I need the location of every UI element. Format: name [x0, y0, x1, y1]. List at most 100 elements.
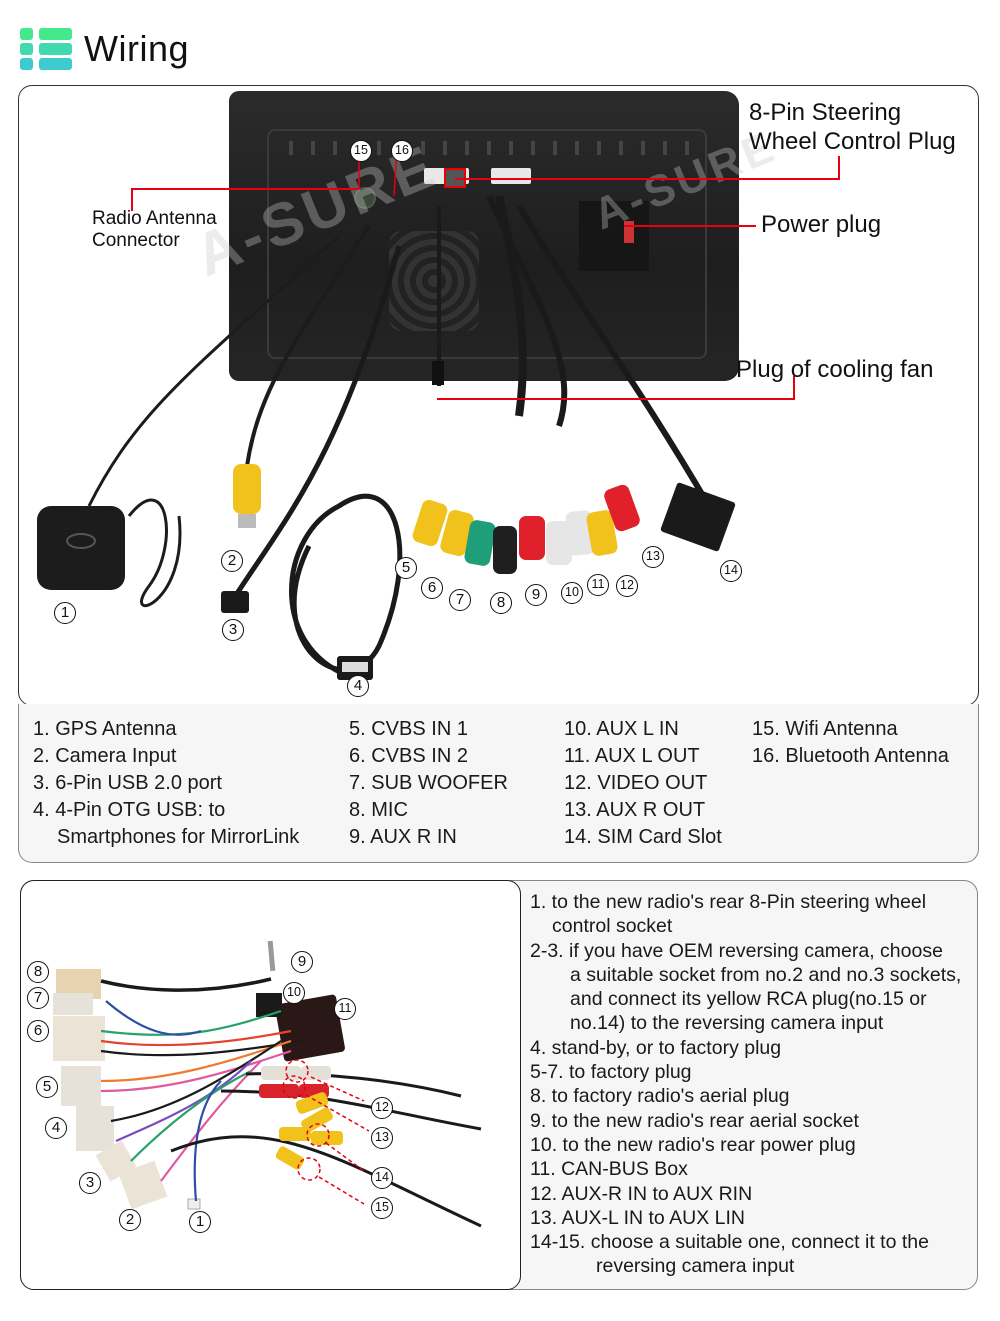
connector-1 [187, 1198, 201, 1210]
badge-15: 15 [350, 140, 372, 162]
rca-plugs [412, 484, 640, 574]
callout-markers [282, 1059, 370, 1205]
power-plug-highlight [624, 221, 634, 243]
legend-column-1: 1. GPS Antenna 2. Camera Input 3. 6-Pin … [33, 716, 299, 851]
harness-badge-15: 15 [371, 1197, 393, 1219]
page-title: Wiring [84, 28, 190, 69]
badge-5: 5 [395, 557, 417, 579]
harness-badge-11: 11 [334, 998, 356, 1020]
legend-column-4: 15. Wifi Antenna 16. Bluetooth Antenna [752, 716, 949, 770]
instruction-line: 4. stand-by, or to factory plug [530, 1036, 782, 1059]
instruction-line: 5-7. to factory plug [530, 1061, 692, 1084]
legend-item: 1. GPS Antenna [33, 718, 177, 740]
rca-yellow-15 [275, 1146, 305, 1170]
page-header: Wiring [20, 26, 189, 72]
connector-6 [53, 1016, 105, 1061]
wiring-harness-illustration [53, 940, 482, 1228]
instruction-line: 2-3. if you have OEM reversing camera, c… [530, 939, 943, 962]
harness-badge-7: 7 [27, 987, 49, 1009]
connector-7 [53, 993, 93, 1015]
connector-5 [61, 1066, 101, 1106]
power-plug-10 [256, 993, 282, 1017]
legend-item: 7. SUB WOOFER [349, 772, 508, 794]
list-icon [20, 27, 72, 71]
instruction-line: 13. AUX-L IN to AUX LIN [530, 1206, 745, 1229]
badge-12: 12 [616, 575, 638, 597]
radio-antenna-port [354, 187, 376, 209]
harness-badge-9: 9 [291, 951, 313, 973]
instruction-line: reversing camera input [596, 1255, 795, 1278]
legend-item: 4. 4-Pin OTG USB: to [33, 799, 226, 821]
usb-port-3 [221, 591, 249, 613]
instruction-line: control socket [552, 915, 673, 938]
radio-antenna-label: Radio Antenna Connector [92, 208, 217, 251]
badge-3: 3 [222, 619, 244, 641]
cooling-fan-plug-label: Plug of cooling fan [736, 356, 934, 383]
connector-4 [76, 1106, 114, 1151]
camera-rca-plug [233, 464, 261, 514]
harness-badge-1: 1 [189, 1211, 211, 1233]
harness-badge-2: 2 [119, 1209, 141, 1231]
instruction-line: a suitable socket from no.2 and no.3 soc… [570, 963, 962, 986]
badge-7: 7 [449, 589, 471, 611]
steering-plug-label: 8-Pin Steering Wheel Control Plug [749, 99, 956, 155]
legend-box: 1. GPS Antenna 2. Camera Input 3. 6-Pin … [18, 704, 979, 863]
legend-item: 6. CVBS IN 2 [349, 745, 468, 767]
harness-instructions-list: 1. to the new radio's rear 8-Pin steerin… [530, 890, 961, 1279]
legend-item: 5. CVBS IN 1 [349, 718, 468, 740]
instruction-line: 11. CAN-BUS Box [530, 1158, 688, 1181]
instruction-line: 10. to the new radio's rear power plug [530, 1133, 856, 1156]
legend-item: 16. Bluetooth Antenna [752, 745, 949, 767]
legend-item: 9. AUX R IN [349, 826, 457, 848]
badge-10: 10 [561, 582, 583, 604]
power-plug-port [579, 201, 649, 271]
cables-illustration [37, 146, 840, 680]
legend-item: 3. 6-Pin USB 2.0 port [33, 772, 222, 794]
connector-2 [118, 1160, 168, 1210]
power-plug-label: Power plug [761, 211, 882, 238]
badge-8: 8 [490, 592, 512, 614]
harness-badge-8: 8 [27, 961, 49, 983]
badge-1: 1 [54, 602, 76, 624]
badge-16: 16 [391, 140, 413, 162]
canbus-box [275, 994, 345, 1062]
legend-item: 13. AUX R OUT [564, 799, 706, 821]
head-unit-rear-image [229, 91, 739, 381]
antenna-plug-9 [267, 940, 276, 972]
harness-badge-5: 5 [36, 1076, 58, 1098]
instruction-line: no.14) to the reversing camera input [570, 1012, 884, 1035]
sim-card-slot [660, 482, 736, 552]
legend-item: Smartphones for MirrorLink [57, 826, 300, 848]
legend-item: 10. AUX L IN [564, 718, 679, 740]
legend-item: 8. MIC [349, 799, 408, 821]
legend-item: 11. AUX L OUT [564, 745, 700, 767]
instruction-line: 14-15. choose a suitable one, connect it… [530, 1231, 929, 1254]
legend-column-3: 10. AUX L IN 11. AUX L OUT 12. VIDEO OUT… [564, 716, 722, 851]
wiring-diagram-panel: A-SURE A-SURE [18, 85, 979, 706]
badge-13: 13 [642, 546, 664, 568]
harness-badge-4: 4 [45, 1117, 67, 1139]
badge-2: 2 [221, 550, 243, 572]
harness-badge-13: 13 [371, 1127, 393, 1149]
harness-badge-6: 6 [27, 1020, 49, 1042]
badge-4: 4 [347, 675, 369, 697]
rca-white [261, 1066, 301, 1080]
legend-item: 15. Wifi Antenna [752, 718, 898, 740]
instruction-line: 1. to the new radio's rear 8-Pin steerin… [530, 891, 927, 913]
badge-11: 11 [587, 574, 609, 596]
badge-9: 9 [525, 584, 547, 606]
badge-6: 6 [421, 577, 443, 599]
instruction-line: 9. to the new radio's rear aerial socket [530, 1109, 859, 1132]
harness-badge-12: 12 [371, 1097, 393, 1119]
legend-column-2: 5. CVBS IN 1 6. CVBS IN 2 7. SUB WOOFER … [349, 716, 508, 851]
instruction-line: 12. AUX-R IN to AUX RIN [530, 1182, 753, 1205]
rca-red [259, 1084, 299, 1098]
harness-badge-14: 14 [371, 1167, 393, 1189]
legend-item: 14. SIM Card Slot [564, 826, 722, 848]
rca-yellow-14 [279, 1127, 311, 1141]
legend-item: 2. Camera Input [33, 745, 177, 767]
harness-badge-10: 10 [283, 982, 305, 1004]
legend-item: 12. VIDEO OUT [564, 772, 708, 794]
harness-badge-3: 3 [79, 1172, 101, 1194]
harness-image-panel: 1 2 3 4 5 6 7 8 9 10 11 12 13 14 15 [20, 880, 521, 1290]
